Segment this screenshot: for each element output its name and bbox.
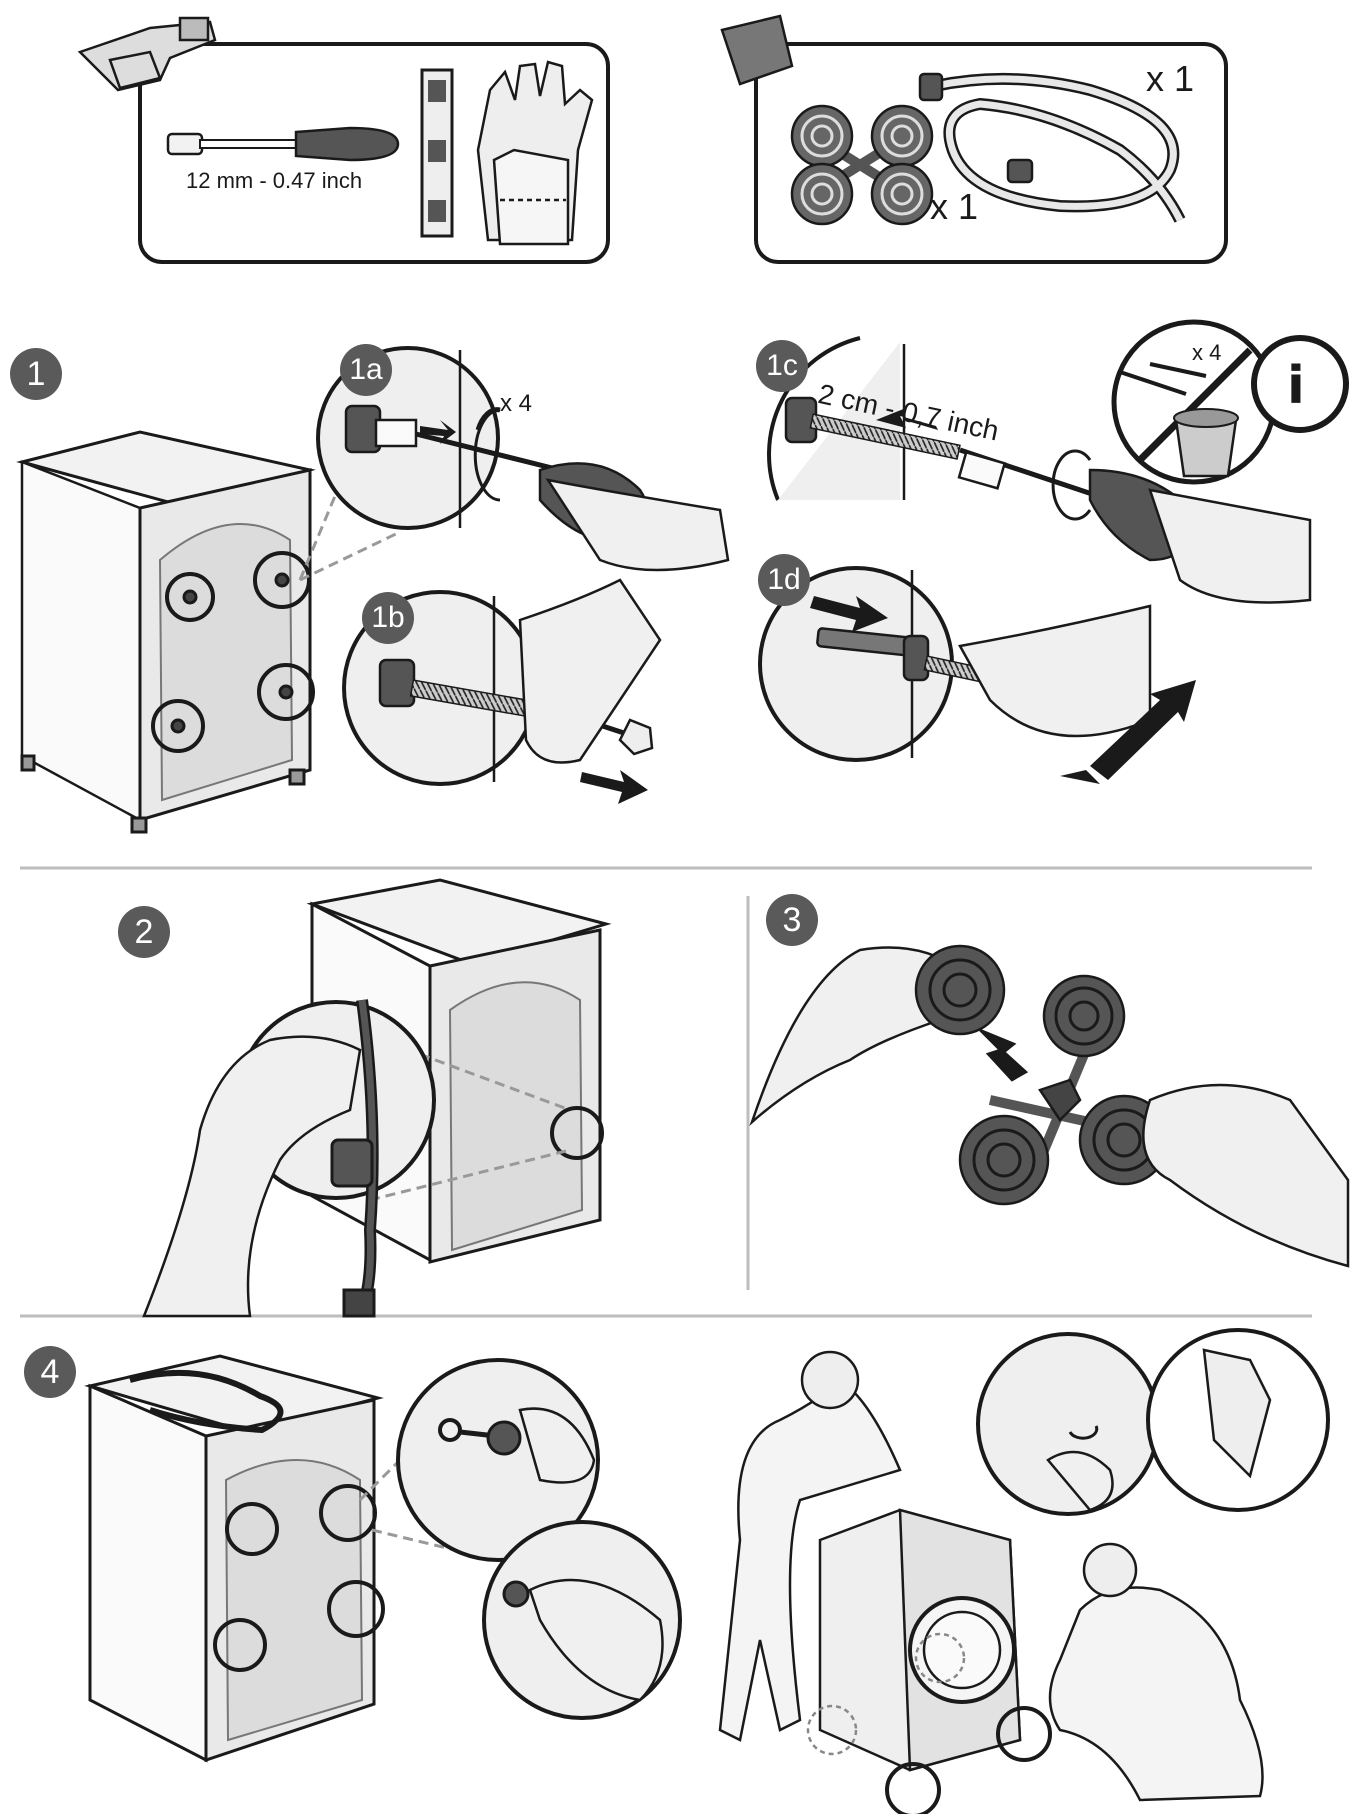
step1a-quantity-label: x 4 xyxy=(500,390,533,417)
tools-box xyxy=(77,16,610,264)
step2-machine xyxy=(142,878,612,1318)
toolbox-icon xyxy=(77,16,217,92)
screwdriver-icon xyxy=(166,126,400,162)
parts-box xyxy=(720,14,1228,264)
info-panel xyxy=(1111,319,1349,485)
step-1d-badge: 1d xyxy=(758,554,810,606)
feet-quantity-label: x 1 xyxy=(930,186,979,227)
hose-quantity-label: x 1 xyxy=(1146,58,1195,99)
step-1-badge: 1 xyxy=(10,348,62,400)
spirit-level-icon xyxy=(420,68,454,238)
leveling-scene xyxy=(718,1328,1330,1814)
step-4-badge: 4 xyxy=(24,1346,76,1398)
step1a-detail xyxy=(316,346,730,572)
anti-vibration-pads-icon xyxy=(790,104,934,226)
step1d-detail xyxy=(758,566,1196,784)
screwdriver-size-label: 12 mm - 0.47 inch xyxy=(186,168,363,193)
step-1b-badge: 1b xyxy=(362,592,414,644)
step-1a-badge: 1a xyxy=(340,344,392,396)
step4-machine xyxy=(84,1354,682,1763)
step-1c-badge: 1c xyxy=(756,340,808,392)
gloves-icon xyxy=(476,60,594,246)
step3-pads xyxy=(749,944,1350,1268)
step-2-badge: 2 xyxy=(118,906,170,958)
step1-machine xyxy=(16,430,401,834)
bag-icon xyxy=(720,14,794,86)
step1b-detail xyxy=(342,578,662,804)
inlet-hose-icon xyxy=(918,72,1186,223)
info-symbol: i xyxy=(1287,356,1305,416)
step-3-badge: 3 xyxy=(766,894,818,946)
info-quantity-label: x 4 xyxy=(1192,340,1222,365)
step1c-detail xyxy=(767,336,1312,604)
